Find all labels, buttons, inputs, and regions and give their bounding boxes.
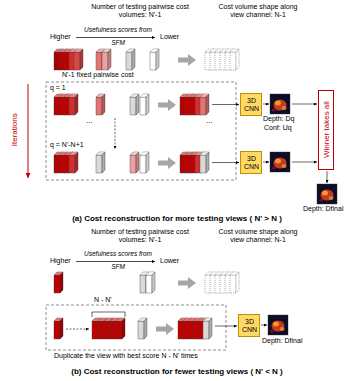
bracket-label: N - N' — [94, 296, 112, 304]
column-header: Cost volume shape along view channel: N-… — [212, 228, 304, 245]
column-header: Number of testing pairwise cost volumes:… — [78, 3, 202, 20]
selection-box: Winner takes all — [318, 90, 334, 170]
output-label: Depth: Dq — [263, 115, 295, 123]
arrow-label: SFM — [77, 263, 159, 271]
box-text: 3D CNN — [244, 97, 260, 113]
axis-label: Iterations — [9, 114, 19, 147]
note-label: N'-1 fixed pairwise cost — [62, 71, 134, 79]
scale-label: Higher — [50, 257, 71, 265]
output-label: Depth: Dfinal — [303, 205, 343, 213]
ellipsis: ... — [206, 116, 213, 126]
scale-label: Lower — [160, 257, 179, 265]
column-header: Number of testing pairwise cost volumes:… — [78, 228, 202, 245]
arrow-label: Usefulness scores from — [77, 250, 159, 258]
network-box: 3D CNN — [240, 93, 262, 116]
iteration-label: q = 1 — [50, 84, 66, 92]
arrow-label: SFM — [77, 39, 159, 47]
network-box: 3D CNN — [240, 151, 262, 174]
subfigure-caption: (a) Cost reconstruction for more testing… — [0, 214, 354, 224]
note-label: Duplicate the view with best score N - N… — [54, 352, 198, 360]
output-label: Depth: Dfinal — [262, 337, 302, 345]
box-text: 3D CNN — [244, 155, 260, 171]
output-label: Conf: Uq — [264, 124, 292, 132]
scale-label: Lower — [160, 33, 179, 41]
box-text: 3D CNN — [242, 318, 258, 334]
arrow-label: Usefulness scores from — [77, 26, 159, 34]
scale-label: Higher — [50, 33, 71, 41]
ellipsis: ... — [86, 116, 93, 126]
network-box: 3D CNN — [238, 314, 260, 337]
iteration-label: q = N'-N+1 — [50, 141, 84, 149]
box-text: Winner takes all — [321, 102, 330, 159]
column-header: Cost volume shape along view channel: N-… — [212, 3, 304, 20]
subfigure-caption: (b) Cost reconstruction for fewer testin… — [0, 367, 354, 377]
